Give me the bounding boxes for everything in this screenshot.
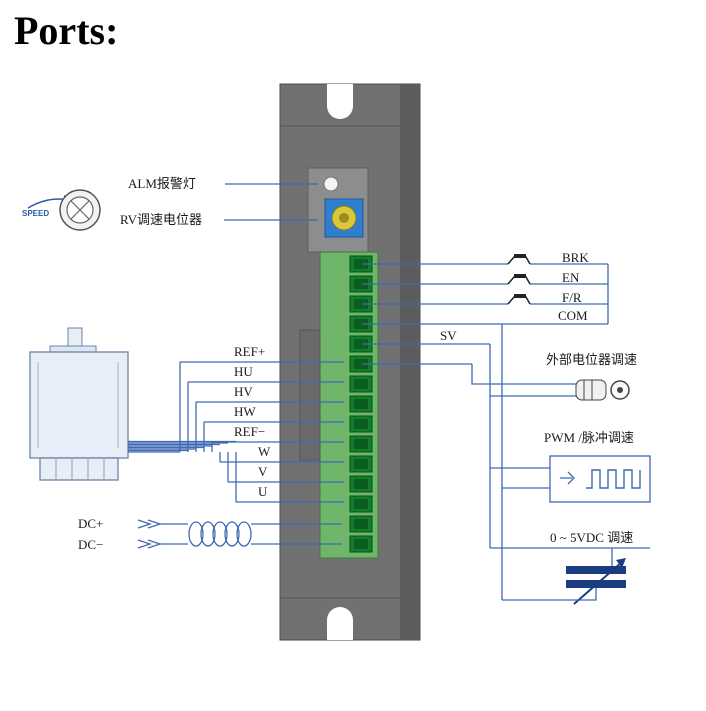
- bldc-motor-icon: [29, 327, 129, 481]
- switch-label: F/R: [562, 290, 582, 305]
- terminal-screw-slot: [354, 499, 368, 509]
- pwm-label: PWM /脉冲调速: [544, 430, 634, 445]
- terminal-screw-slot: [354, 299, 368, 309]
- voltage-mode-label: 0 ~ 5VDC 调速: [550, 530, 633, 545]
- switch-contact-icon[interactable]: [507, 296, 531, 305]
- rv-label: RV调速电位器: [120, 212, 202, 227]
- terminal-screw-slot: [354, 419, 368, 429]
- switch-button-icon[interactable]: [514, 254, 526, 258]
- switch-contact-icon[interactable]: [507, 276, 531, 285]
- page-title: Ports:: [14, 8, 119, 53]
- switch-button-icon[interactable]: [514, 274, 526, 278]
- motor-signal-label: U: [258, 484, 268, 499]
- terminal-screw-slot: [354, 539, 368, 549]
- terminal-screw-slot: [354, 279, 368, 289]
- com-label: COM: [558, 308, 588, 323]
- motor-signal-label: W: [258, 444, 271, 459]
- terminal-screw-slot: [354, 359, 368, 369]
- external-potentiometer-icon: [575, 379, 630, 401]
- power-input: DC+ DC−: [78, 516, 342, 552]
- switch-button-icon[interactable]: [514, 294, 526, 298]
- terminal-screws: [349, 255, 373, 553]
- motor-signal-label: HU: [234, 364, 253, 379]
- dc-minus-label: DC−: [78, 537, 103, 552]
- top-mounting-slot: [327, 84, 353, 119]
- external-pot-label: 外部电位器调速: [546, 352, 637, 367]
- terminal-screw-slot: [354, 439, 368, 449]
- speed-knob-icon: SPEED: [22, 189, 101, 231]
- sv-label: SV: [440, 328, 457, 343]
- terminal-screw-slot: [354, 339, 368, 349]
- variable-voltage-source-icon: [490, 547, 650, 605]
- switch-label: EN: [562, 270, 580, 285]
- bottom-mounting-slot: [327, 607, 353, 640]
- alm-label: ALM报警灯: [128, 176, 196, 191]
- motor-signal-label: HW: [234, 404, 256, 419]
- svg-text:SPEED: SPEED: [22, 209, 49, 218]
- motor-signal-label: REF+: [234, 344, 265, 359]
- terminal-screw-slot: [354, 379, 368, 389]
- driver-unit: [279, 83, 421, 641]
- terminal-screw-slot: [354, 319, 368, 329]
- ferrite-coil-icon: [188, 521, 252, 547]
- switch-label: BRK: [562, 250, 589, 265]
- terminal-screw-slot: [354, 479, 368, 489]
- switch-contact-icon[interactable]: [507, 256, 531, 265]
- motor-signal-label: REF−: [234, 424, 265, 439]
- terminal-screw-slot: [354, 459, 368, 469]
- dc-plus-label: DC+: [78, 516, 103, 531]
- motor-signal-label: HV: [234, 384, 253, 399]
- motor-signal-label: V: [258, 464, 268, 479]
- terminal-screw-slot: [354, 519, 368, 529]
- alm-led-icon: [323, 176, 339, 192]
- pwm-signal-icon: [490, 455, 651, 503]
- terminal-screw-slot: [354, 399, 368, 409]
- terminal-screw-slot: [354, 259, 368, 269]
